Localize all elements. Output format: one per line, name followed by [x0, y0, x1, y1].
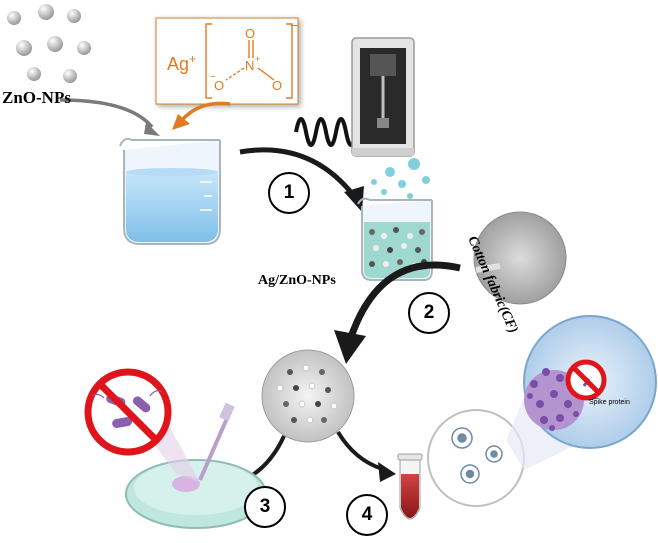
- fabric-to-step-2-arrow: [475, 263, 501, 273]
- step-4-badge: 4: [346, 494, 388, 536]
- bubbles: [371, 158, 430, 199]
- nitrate-o-right: O: [272, 78, 282, 93]
- spike-pointer: [587, 397, 599, 401]
- nitrate-to-beaker-arrow: [180, 101, 231, 122]
- nitrate-n: N: [245, 58, 254, 73]
- petri-dish: [125, 459, 267, 529]
- step-3-badge: 3: [244, 486, 286, 528]
- nitrate-structure: [205, 23, 293, 99]
- zno-to-beaker-arrow: [59, 98, 154, 129]
- ultrasound-waves-icon: [294, 117, 358, 147]
- ag-ion-symbol: Ag: [167, 54, 190, 74]
- nitrate-charge: −: [290, 17, 298, 33]
- nitrate-o-top: O: [245, 26, 255, 41]
- beaker-1: [119, 137, 221, 245]
- ag-ion-charge: +: [189, 52, 197, 66]
- sample-tube: [397, 453, 423, 520]
- nitrate-minus-left: −: [210, 72, 216, 83]
- arrow-step-2: [346, 261, 461, 342]
- spike-protein-label: Spike protein: [589, 399, 630, 406]
- virus-particles: [451, 427, 503, 484]
- ag-ion-label: Ag+: [167, 52, 196, 75]
- ag-zno-nps-label: Ag/ZnO-NPs: [258, 273, 336, 288]
- beaker-2-particles: [369, 227, 427, 269]
- virus-zoom-circle: [427, 409, 525, 507]
- antiviral-prohibition-sign: [565, 359, 607, 401]
- step-1-badge: 1: [268, 172, 310, 214]
- zno-nps-label: ZnO-NPs: [2, 88, 71, 107]
- sonicator-device: [351, 37, 415, 157]
- coated-fabric-particles: [276, 364, 338, 424]
- step-2-badge: 2: [408, 292, 450, 334]
- silver-nitrate-box: [155, 17, 299, 105]
- arrow-step-1: [239, 147, 356, 198]
- cotton-fabric-disc: [473, 211, 567, 305]
- nitrate-o-left: O: [214, 78, 224, 93]
- coated-fabric-disc: [261, 349, 355, 443]
- zno-nanoparticles: [7, 4, 91, 83]
- antibacterial-prohibition-sign: [84, 368, 172, 456]
- pipette: [198, 402, 235, 481]
- nitrate-plus: +: [255, 54, 260, 64]
